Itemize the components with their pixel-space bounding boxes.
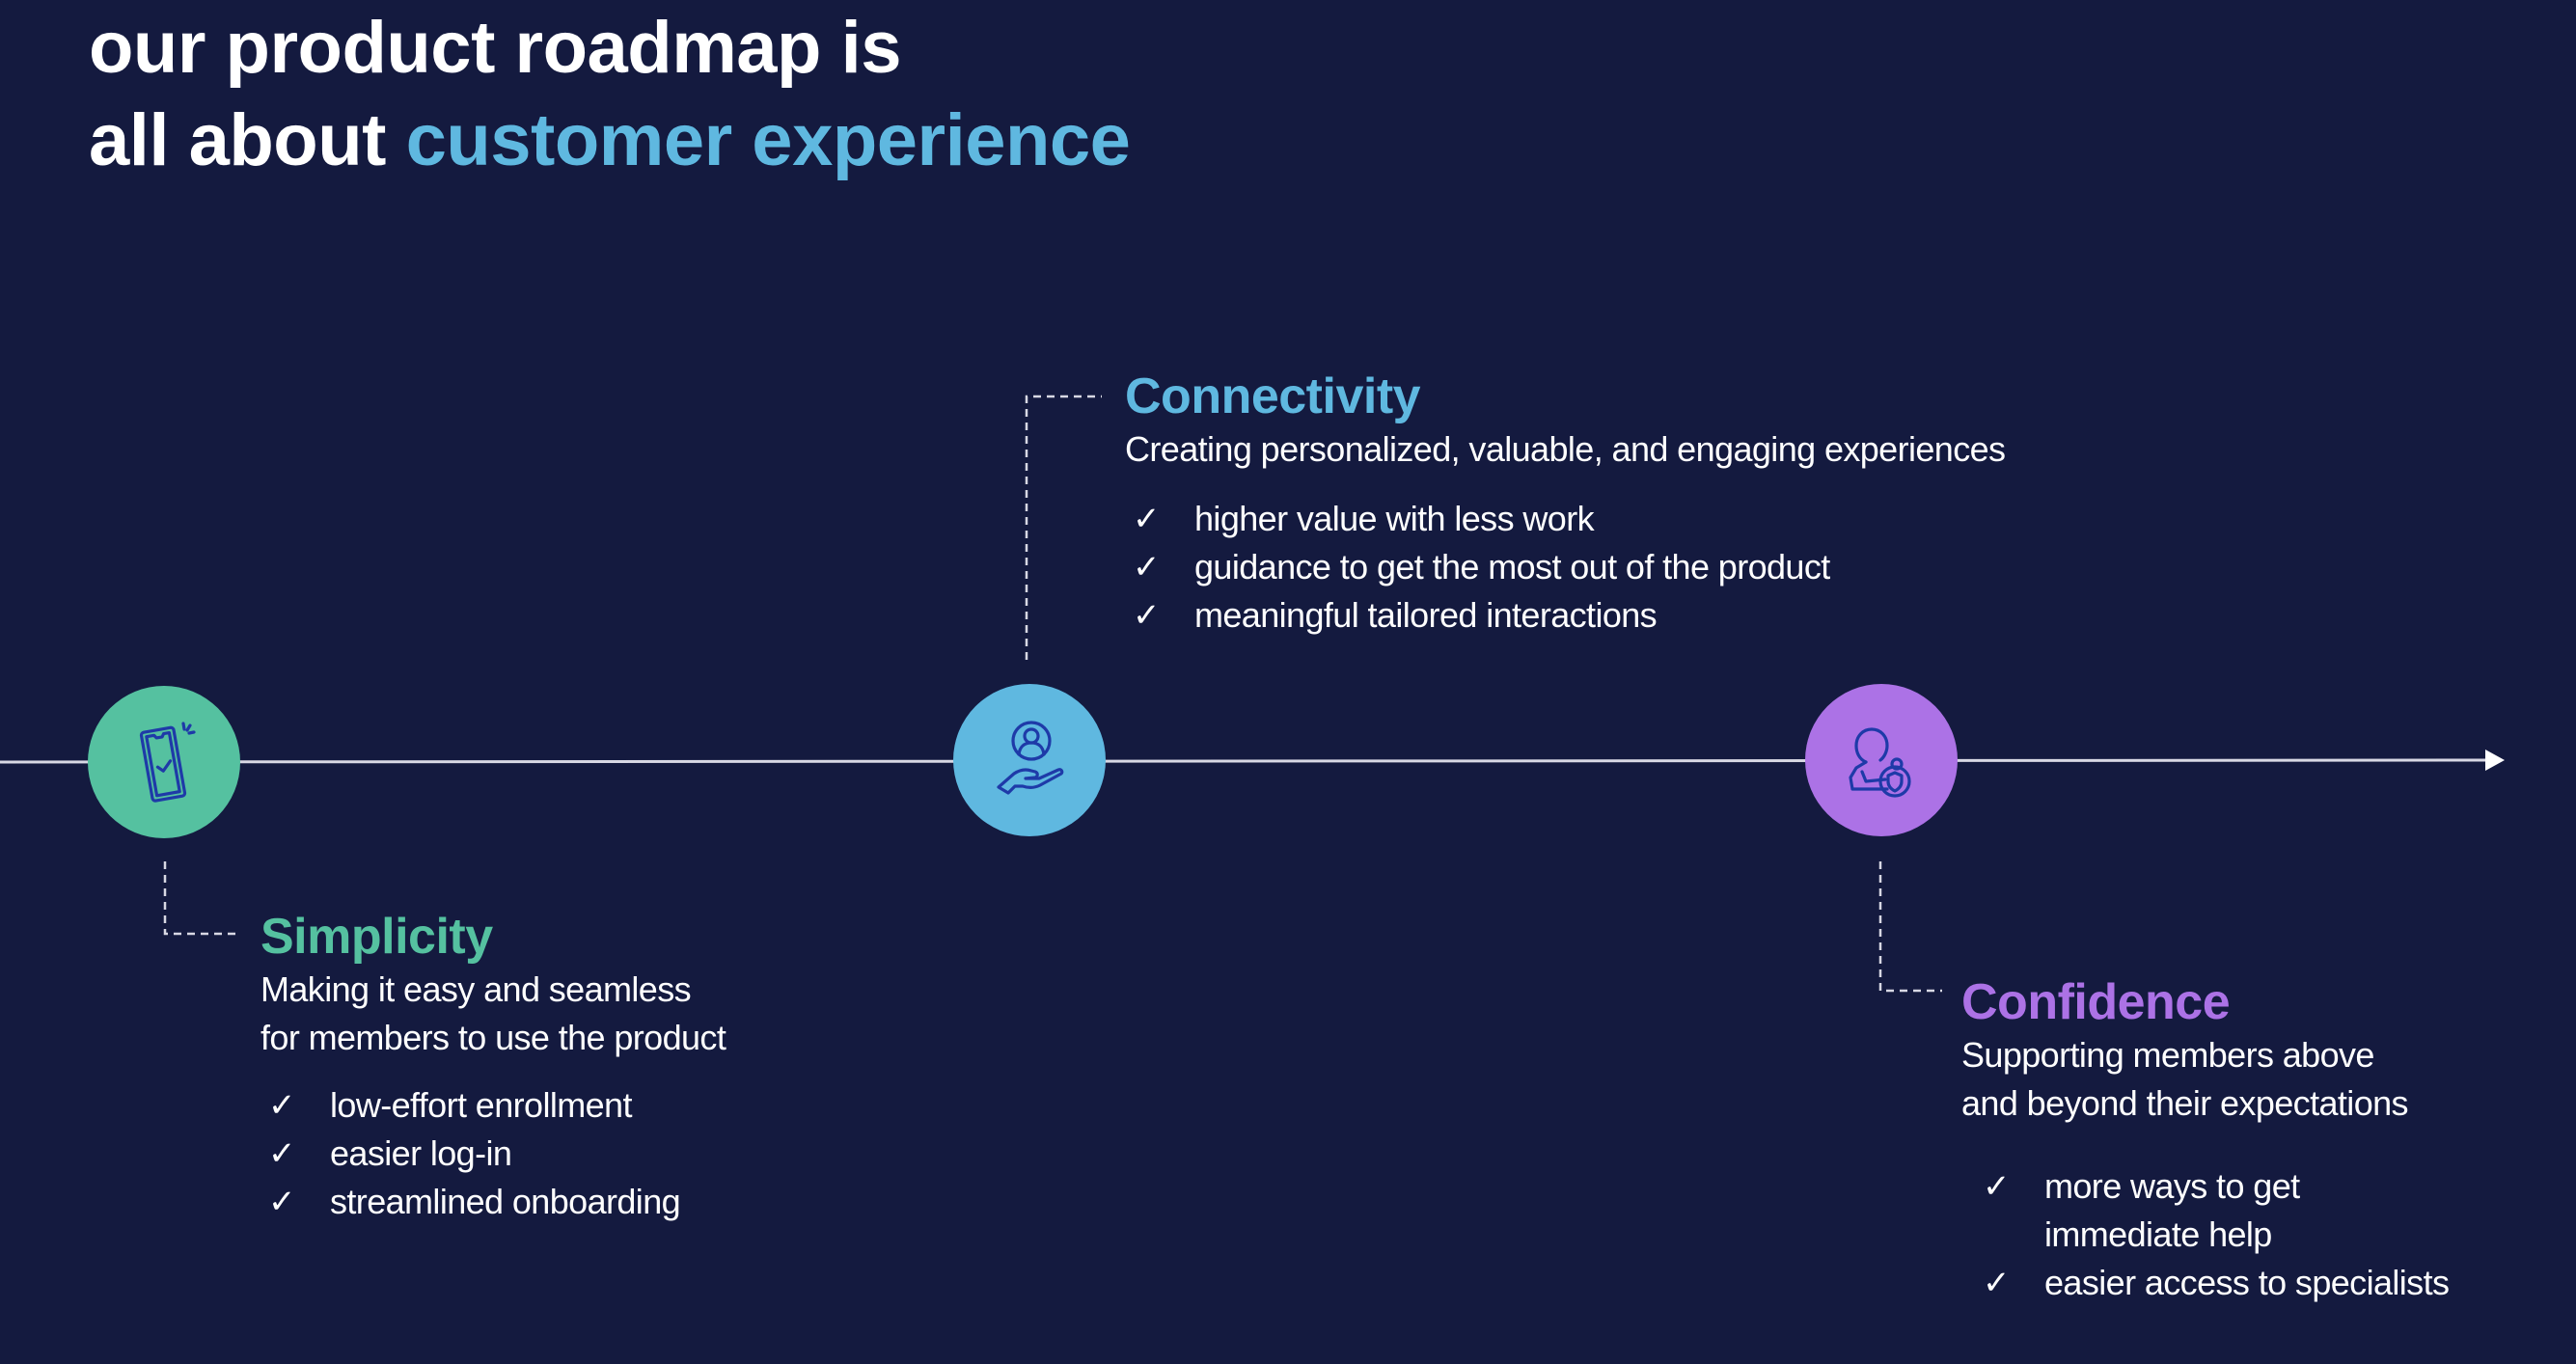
checkmark-icon: ✓ (1133, 597, 1160, 634)
stage-subtitle-line: for members to use the product (260, 1018, 726, 1057)
checklist-item: ✓more ways to get immediate help (1961, 1162, 2540, 1259)
checkmark-icon: ✓ (1983, 1168, 2010, 1205)
title-line-2-accent: customer experience (405, 99, 1131, 181)
connector-connectivity (1025, 395, 1102, 660)
checkmark-icon: ✓ (268, 1087, 295, 1124)
stage-block-simplicity: Simplicity Making it easy and seamless f… (260, 908, 859, 1226)
stage-heading-simplicity: Simplicity (260, 909, 493, 965)
stage-subtitle-line: Creating personalized, valuable, and eng… (1125, 429, 2006, 469)
stage-subtitle-line: Making it easy and seamless (260, 969, 692, 1009)
hand-holding-user-icon (997, 721, 1064, 795)
user-shield-support-icon (1849, 727, 1911, 798)
checklist-simplicity: ✓low-effort enrollment ✓easier log-in ✓s… (260, 1081, 859, 1226)
checklist-item: ✓streamlined onboarding (260, 1178, 859, 1226)
title-line-2-prefix: all about (89, 99, 406, 181)
stage-block-confidence: Confidence Supporting members above and … (1961, 973, 2560, 1307)
stage-node-connectivity (953, 684, 1106, 836)
timeline-axis (0, 758, 2488, 764)
checkmark-icon: ✓ (1983, 1265, 2010, 1301)
connector-simplicity (163, 861, 239, 936)
checkmark-icon: ✓ (1133, 501, 1160, 537)
stage-subtitle-line: Supporting members above (1961, 1035, 2374, 1075)
checklist-item: ✓higher value with less work (1125, 495, 2283, 543)
stage-block-connectivity: Connectivity Creating personalized, valu… (1125, 368, 2283, 640)
stage-heading-connectivity: Connectivity (1125, 368, 1421, 424)
page-title: our product roadmap is all about custome… (89, 2, 1131, 187)
title-line-1: our product roadmap is (89, 7, 901, 89)
checklist-item: ✓low-effort enrollment (260, 1081, 859, 1130)
checklist-connectivity: ✓higher value with less work ✓guidance t… (1125, 495, 2283, 640)
smartphone-check-icon (139, 722, 196, 803)
checkmark-icon: ✓ (268, 1184, 295, 1220)
checklist-item: ✓meaningful tailored interactions (1125, 591, 2283, 640)
arrow-right-icon (2485, 750, 2505, 771)
stage-subtitle-line: and beyond their expectations (1961, 1083, 2409, 1123)
checkmark-icon: ✓ (1133, 549, 1160, 586)
checklist-item: ✓easier access to specialists (1961, 1259, 2540, 1307)
checkmark-icon: ✓ (268, 1135, 295, 1172)
stage-node-confidence (1805, 684, 1958, 836)
stage-heading-confidence: Confidence (1961, 974, 2231, 1030)
checklist-item: ✓easier log-in (260, 1130, 859, 1178)
checklist-confidence: ✓more ways to get immediate help ✓easier… (1961, 1162, 2540, 1307)
stage-node-simplicity (88, 686, 240, 838)
connector-confidence (1878, 861, 1942, 993)
checklist-item: ✓guidance to get the most out of the pro… (1125, 543, 2283, 591)
